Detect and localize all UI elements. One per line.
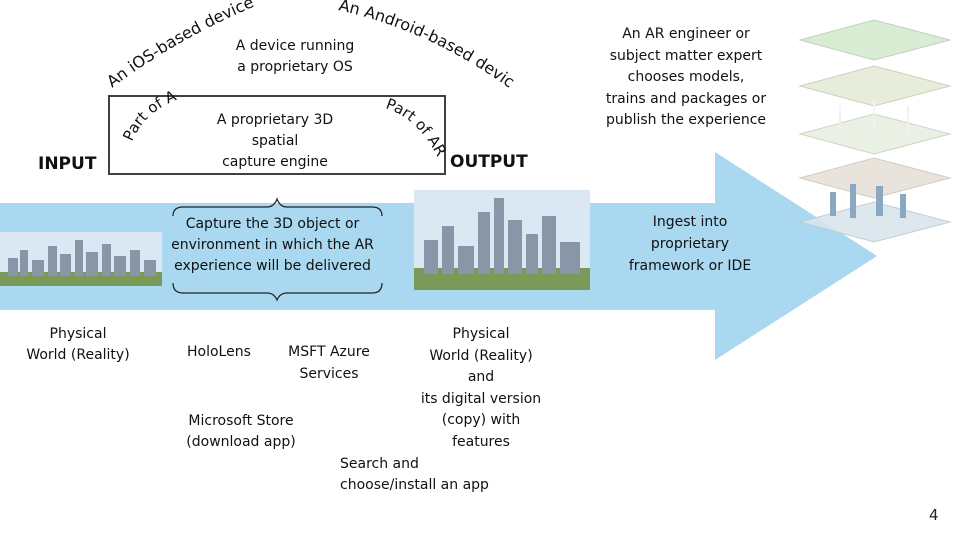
bottom-brace: [172, 282, 383, 302]
layered-city-stack: [798, 19, 952, 243]
physical-world-input: Physical World (Reality): [26, 326, 130, 363]
page-number: 4: [929, 506, 939, 524]
top-brace: [172, 197, 383, 217]
ar-engineer-text: An AR engineer or subject matter expert …: [605, 26, 767, 128]
capture-engine-text: A proprietary 3D spatial capture engine: [216, 112, 334, 170]
search-install-text: Search and choose/install an app: [340, 456, 489, 493]
msft-azure-text: MSFT Azure Services: [288, 344, 370, 382]
ingest-text: Ingest into proprietary framework or IDE: [628, 214, 752, 274]
capture-description: Capture the 3D object or environment in …: [171, 216, 374, 274]
city-image-output: [414, 190, 590, 290]
output-label: OUTPUT: [450, 152, 528, 172]
device-running-text: A device running a proprietary OS: [235, 38, 355, 75]
ms-store-text: Microsoft Store (download app): [186, 413, 296, 450]
input-label: INPUT: [38, 154, 97, 174]
physical-world-digital-text: Physical World (Reality) and its digital…: [420, 326, 542, 450]
capture-device-box: [108, 95, 446, 175]
city-image-input: [0, 232, 162, 286]
hololens-text: HoloLens: [187, 344, 251, 360]
